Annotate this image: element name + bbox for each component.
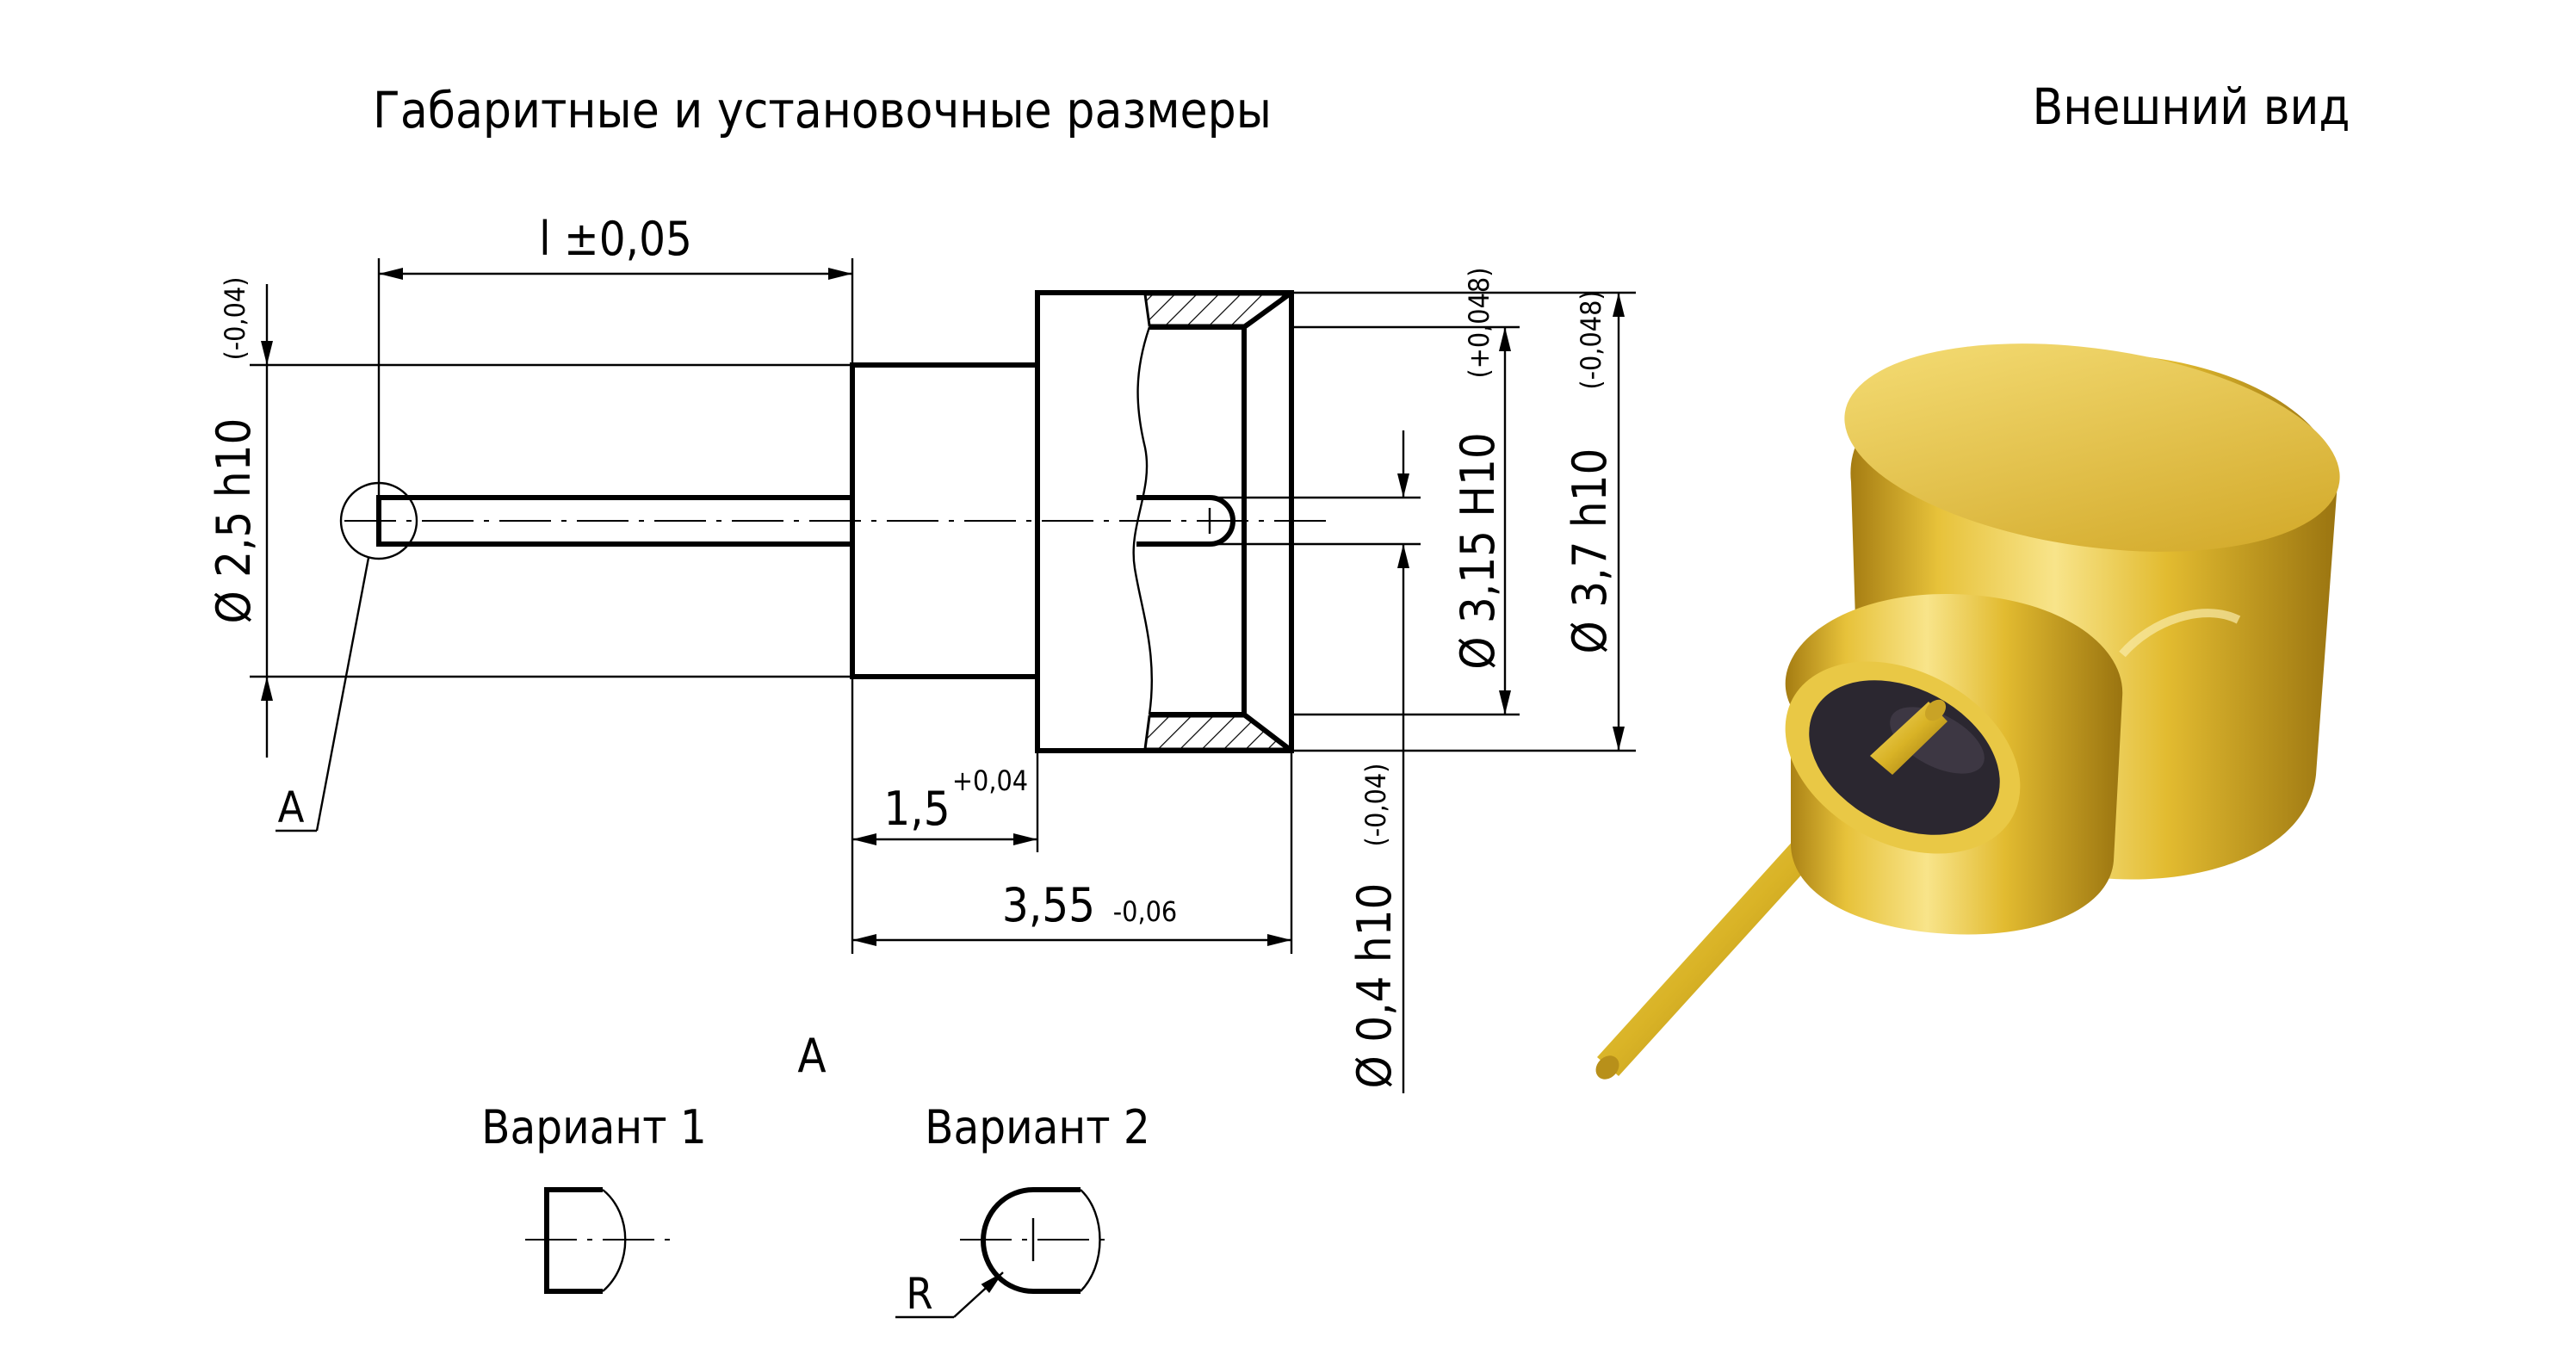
variant-1: Вариант 1 [481, 1100, 707, 1294]
dim-length: l ±0,05 [539, 212, 692, 266]
extension-lines [250, 258, 1636, 954]
dim-dia-3-7-main: Ø 3,7 h10 [1563, 449, 1617, 654]
radius-label: R [906, 1269, 932, 1319]
break-line [1132, 326, 1154, 715]
dimension-lines [261, 268, 1625, 1093]
dim-step-1-5: 1,5 [883, 782, 950, 836]
dim-len-3-55-tol: -0,06 [1113, 895, 1177, 928]
dim-dia-3-15-main: Ø 3,15 H10 [1451, 432, 1505, 670]
dim-dia-0-4-main: Ø 0,4 h10 [1347, 883, 1402, 1089]
drawing-title: Габаритные и установочные размеры [373, 81, 1272, 139]
variant-2-label: Вариант 2 [925, 1100, 1150, 1154]
photo-title: Внешний вид [2032, 77, 2350, 136]
dim-dia-0-4-tol: (-0,04) [1359, 764, 1392, 847]
hatch-bottom [1143, 715, 1294, 751]
part-outline [344, 290, 1326, 753]
dim-dia-3-15-tol: (+0,048) [1463, 268, 1495, 379]
dim-dia-3-7: Ø 3,7 h10 (-0,048) [1563, 290, 1617, 653]
detail-view-label: A [797, 1029, 826, 1083]
dim-dia-3-7-tol: (-0,048) [1575, 290, 1607, 389]
detail-callout: A [276, 481, 418, 832]
variant-2: Вариант 2 R [895, 1100, 1150, 1319]
callout-label: A [278, 783, 305, 832]
dim-dia-2-5-tol: (-0,04) [219, 277, 251, 361]
dim-dia-3-15: Ø 3,15 H10 (+0,048) [1451, 268, 1505, 670]
dim-step-1-5-tol: +0,04 [952, 764, 1028, 797]
dim-dia-0-4: Ø 0,4 h10 (-0,04) [1347, 764, 1402, 1089]
variant-1-label: Вариант 1 [481, 1100, 707, 1154]
callout-circle [339, 481, 418, 560]
product-top-face [1844, 343, 2340, 552]
dim-dia-2-5: Ø 2,5 h10 (-0,04) [207, 277, 261, 624]
dim-len-3-55: 3,55 [1002, 878, 1095, 932]
product-illustration [1595, 343, 2340, 1080]
dim-dia-2-5-main: Ø 2,5 h10 [207, 418, 261, 624]
hatch-top [1143, 293, 1294, 327]
